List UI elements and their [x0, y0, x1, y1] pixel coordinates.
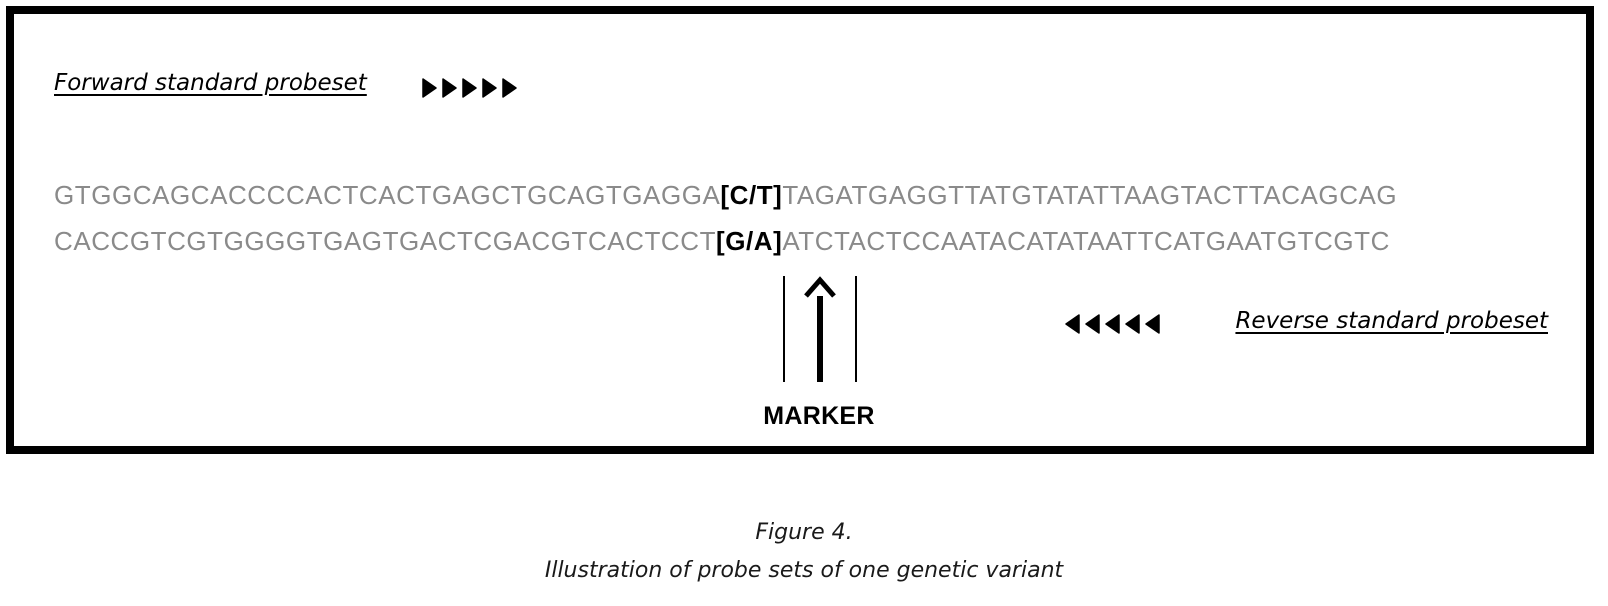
marker-label: MARKER	[763, 402, 875, 430]
sequence-bottom-left: CACCGTCGTGGGGTGAGTGACTCGACGTCACTCCT	[54, 226, 717, 256]
allele-bottom: [G/A]	[716, 226, 783, 256]
allele-top: [C/T]	[720, 180, 783, 210]
left-triangle-icon	[1105, 314, 1120, 334]
figure-caption: Figure 4. Illustration of probe sets of …	[0, 514, 1608, 590]
left-triangle-icon	[1145, 314, 1160, 334]
sequence-top-left: GTGGCAGCACCCCACTCACTGAGCTGCAGTGAGGA	[54, 180, 721, 210]
forward-arrow-group	[422, 78, 517, 98]
right-triangle-icon	[482, 78, 497, 98]
diagram-frame: Forward standard probeset GTGGCAGCACCCCA…	[6, 6, 1594, 454]
right-triangle-icon	[442, 78, 457, 98]
reverse-probeset-label: Reverse standard probeset	[1235, 308, 1548, 334]
up-arrow-icon	[804, 276, 836, 382]
reverse-arrow-group	[1065, 314, 1160, 334]
sequence-bottom-strand: CACCGTCGTGGGGTGAGTGACTCGACGTCACTCCT[G/A]…	[54, 226, 1564, 257]
right-triangle-icon	[422, 78, 437, 98]
caption-figure-number: Figure 4.	[755, 520, 853, 545]
sequence-bottom-right: ATCTACTCCAATACATATAATTCATGAATGTCGTC	[782, 226, 1390, 256]
caption-description: Illustration of probe sets of one geneti…	[544, 558, 1064, 583]
left-triangle-icon	[1065, 314, 1080, 334]
left-triangle-icon	[1125, 314, 1140, 334]
left-triangle-icon	[1085, 314, 1100, 334]
right-triangle-icon	[462, 78, 477, 98]
marker-graphic	[783, 276, 857, 382]
right-triangle-icon	[502, 78, 517, 98]
sequence-top-right: TAGATGAGGTTATGTATATTAAGTACTTACAGCAG	[782, 180, 1398, 210]
forward-probeset-label: Forward standard probeset	[54, 70, 367, 96]
sequence-top-strand: GTGGCAGCACCCCACTCACTGAGCTGCAGTGAGGA[C/T]…	[54, 180, 1564, 211]
